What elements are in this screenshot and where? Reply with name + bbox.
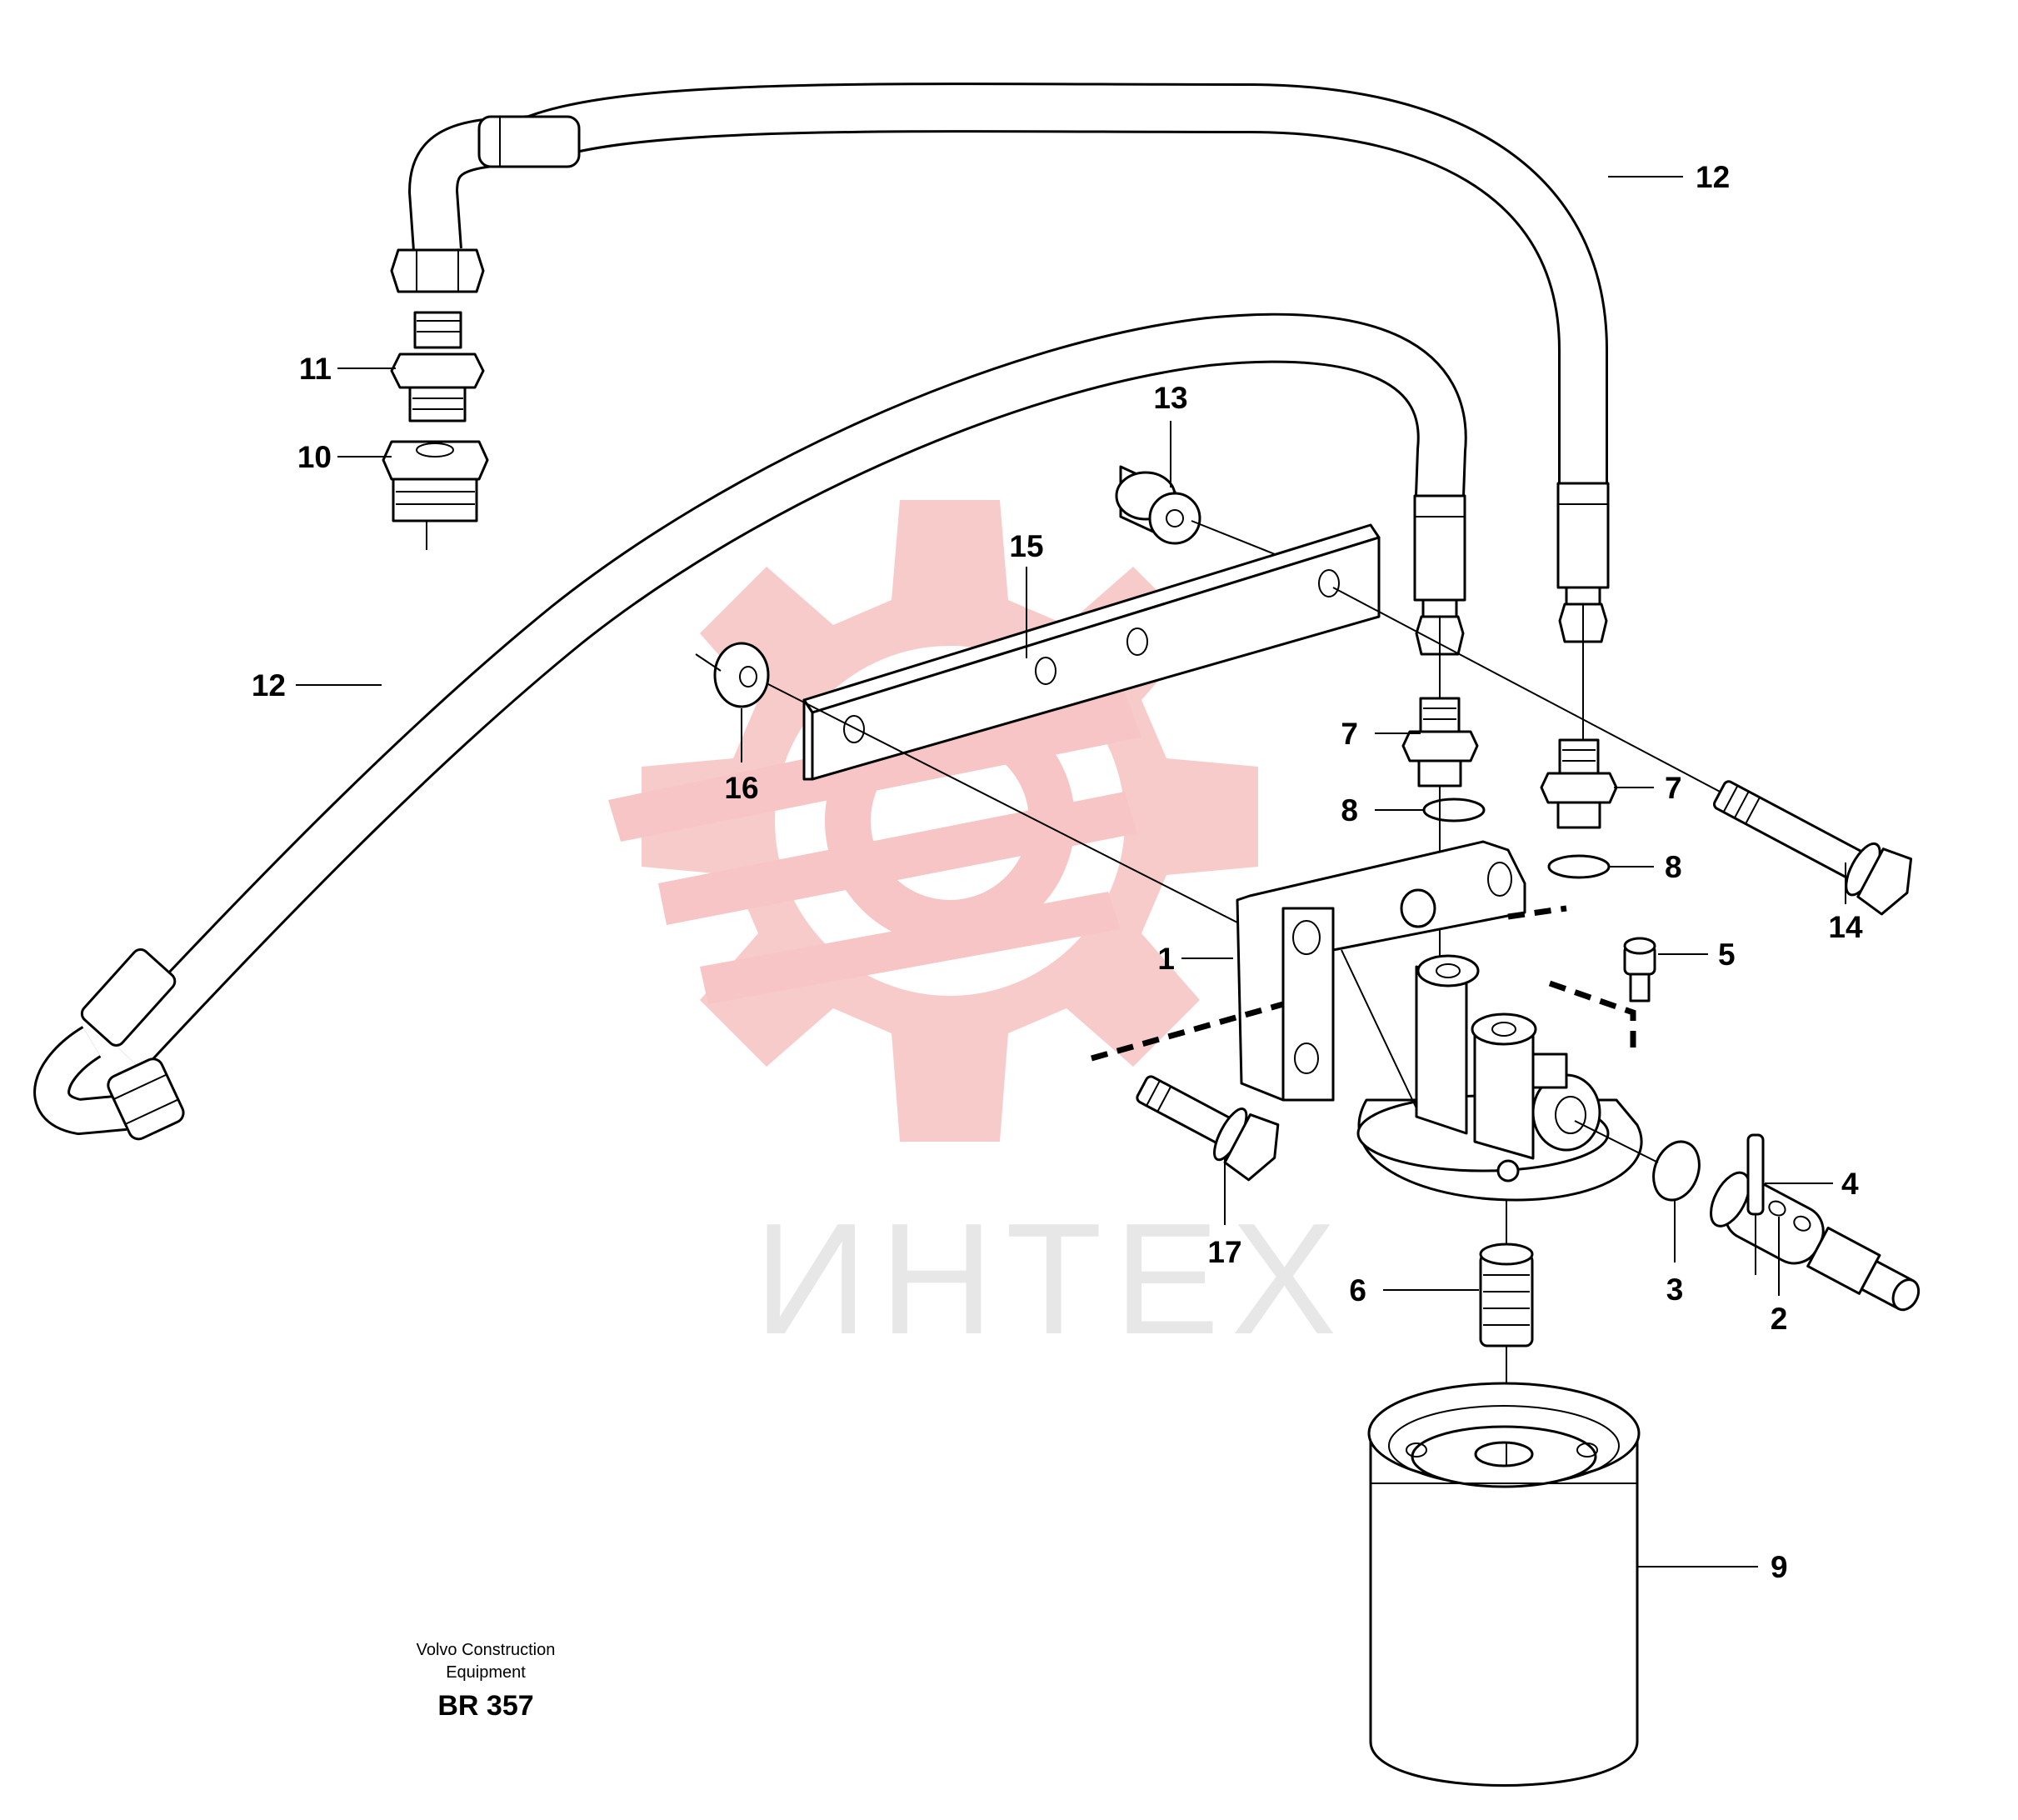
callout-7b: 7 — [1665, 771, 1682, 805]
axis-line-3 — [1574, 1120, 1659, 1163]
callout-1: 1 — [1157, 942, 1175, 976]
caption-line-1: Volvo Construction — [417, 1641, 556, 1659]
callout-11: 11 — [299, 352, 332, 386]
adapter-7-left — [1401, 697, 1479, 788]
callout-6: 6 — [1349, 1273, 1366, 1308]
callout-13: 13 — [1153, 381, 1187, 415]
callout-12-left: 12 — [252, 668, 286, 702]
callout-8a: 8 — [1341, 793, 1358, 828]
washer-16 — [695, 642, 770, 708]
watermark-text: ИНТЕХ — [754, 1191, 1348, 1368]
axis-line-16 — [766, 682, 1292, 951]
oil-filter-9 — [1367, 1382, 1641, 1787]
dashed-line-5 — [1548, 980, 1636, 1050]
bolt-14 — [1712, 780, 1913, 916]
dashed-line-17 — [1091, 1001, 1284, 1062]
nipple-6 — [1479, 1200, 1534, 1442]
callout-16: 16 — [724, 771, 758, 805]
callout-7a: 7 — [1341, 717, 1358, 751]
drawing-code: BR 357 — [437, 1690, 533, 1722]
callout-5: 5 — [1718, 938, 1736, 972]
callout-9: 9 — [1771, 1550, 1788, 1584]
callout-4: 4 — [1841, 1167, 1859, 1201]
oring-8-left — [1422, 798, 1486, 822]
oring-3 — [1652, 1140, 1701, 1202]
axis-line-13 — [1191, 520, 1276, 555]
axis-line-14 — [1332, 587, 1784, 826]
bolt-17 — [1136, 1075, 1280, 1182]
hose-left — [33, 312, 1467, 1141]
callout-17: 17 — [1207, 1235, 1241, 1269]
adapter-11 — [390, 311, 485, 422]
valve-2 — [1710, 1171, 1921, 1312]
spacer-13 — [1115, 465, 1201, 545]
dashed-line-8b — [1507, 905, 1567, 920]
plate-15 — [802, 523, 1381, 781]
pin-4 — [1746, 1133, 1765, 1275]
filter-head-1 — [1236, 840, 1643, 1202]
screw-5 — [1623, 937, 1656, 1002]
callout-2: 2 — [1771, 1302, 1788, 1336]
oring-8-right — [1547, 854, 1611, 879]
hose-top — [390, 82, 1610, 643]
callout-10: 10 — [297, 440, 332, 474]
caption-line-2: Equipment — [446, 1663, 526, 1682]
callout-15: 15 — [1009, 529, 1043, 563]
adapter-7-right — [1540, 738, 1618, 829]
callout-8b: 8 — [1665, 850, 1682, 884]
callout-3: 3 — [1666, 1272, 1684, 1307]
callout-12-top: 12 — [1696, 160, 1730, 194]
leader-lines — [296, 176, 1846, 1568]
nut-10 — [382, 440, 489, 550]
callout-14: 14 — [1828, 910, 1863, 944]
